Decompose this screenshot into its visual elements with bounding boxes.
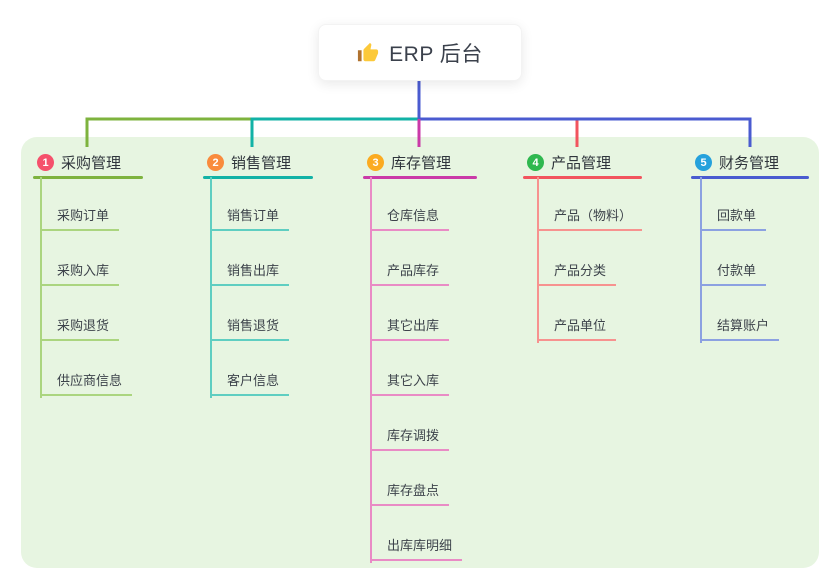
child-node[interactable]: 付款单: [700, 258, 767, 286]
child-node[interactable]: 出库库明细: [370, 533, 463, 561]
branch-node-产品管理[interactable]: 4 产品管理: [523, 149, 611, 176]
child-node[interactable]: 产品分类: [537, 258, 617, 286]
child-node[interactable]: 库存调拨: [370, 423, 450, 451]
branch-underline: [33, 176, 143, 179]
child-node[interactable]: 回款单: [700, 203, 767, 231]
child-node[interactable]: 产品库存: [370, 258, 450, 286]
branch-label: 财务管理: [719, 155, 780, 172]
children-connector-line: [700, 177, 702, 343]
children-connector-line: [537, 177, 539, 343]
branch-label: 库存管理: [391, 155, 452, 172]
branch-underline: [691, 176, 809, 179]
branch-label: 销售管理: [231, 155, 292, 172]
branch-index-badge: 1: [37, 154, 54, 171]
branch-index-badge: 5: [695, 154, 712, 171]
child-node[interactable]: 采购订单: [40, 203, 120, 231]
child-node[interactable]: 采购退货: [40, 313, 120, 341]
branch-index-badge: 4: [527, 154, 544, 171]
child-node[interactable]: 销售出库: [210, 258, 290, 286]
branch-node-销售管理[interactable]: 2 销售管理: [203, 149, 291, 176]
children-connector-line: [40, 177, 42, 398]
branch-underline: [523, 176, 642, 179]
root-title: ERP 后台: [389, 42, 483, 66]
branch-node-采购管理[interactable]: 1 采购管理: [33, 149, 121, 176]
branch-underline: [203, 176, 313, 179]
child-node[interactable]: 结算账户: [700, 313, 780, 341]
branches-panel: [21, 137, 819, 568]
child-node[interactable]: 产品单位: [537, 313, 617, 341]
child-node[interactable]: 销售退货: [210, 313, 290, 341]
branch-node-库存管理[interactable]: 3 库存管理: [363, 149, 451, 176]
branch-index-badge: 3: [367, 154, 384, 171]
branch-index-badge: 2: [207, 154, 224, 171]
child-node[interactable]: 仓库信息: [370, 203, 450, 231]
thumbs-up-icon: [357, 42, 379, 64]
branch-node-财务管理[interactable]: 5 财务管理: [691, 149, 779, 176]
children-connector-line: [210, 177, 212, 398]
child-node[interactable]: 其它出库: [370, 313, 450, 341]
child-node[interactable]: 其它入库: [370, 368, 450, 396]
branch-underline: [363, 176, 477, 179]
child-node[interactable]: 供应商信息: [40, 368, 133, 396]
child-node[interactable]: 销售订单: [210, 203, 290, 231]
child-node[interactable]: 采购入库: [40, 258, 120, 286]
child-node[interactable]: 库存盘点: [370, 478, 450, 506]
children-connector-line: [370, 177, 372, 563]
branch-label: 产品管理: [551, 155, 612, 172]
root-node[interactable]: ERP 后台: [318, 24, 522, 81]
branch-label: 采购管理: [61, 155, 122, 172]
child-node[interactable]: 产品（物料）: [537, 203, 643, 231]
child-node[interactable]: 客户信息: [210, 368, 290, 396]
